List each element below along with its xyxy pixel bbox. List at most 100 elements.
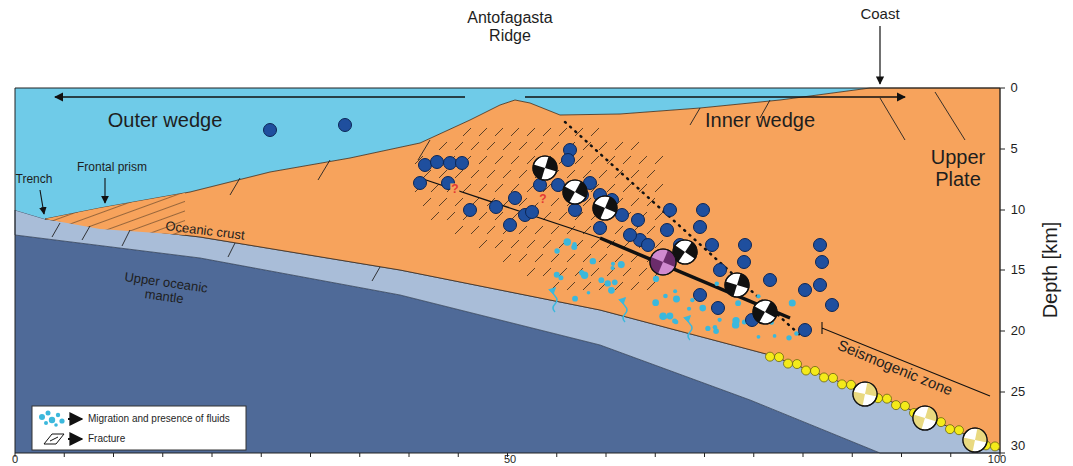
axis-tick-label: 50	[504, 453, 516, 465]
upper-plate-event	[661, 224, 674, 237]
fluid-dot	[717, 318, 721, 322]
focal-mechanism	[563, 180, 587, 204]
interface-event	[766, 352, 775, 361]
axis-tick	[606, 453, 607, 457]
fluid-dot	[554, 272, 560, 278]
fluid-dot	[572, 296, 578, 302]
upper-plate-event	[714, 264, 727, 277]
legend-box	[32, 406, 246, 450]
upper-plate-event	[697, 204, 710, 217]
upper-plate-event	[444, 157, 457, 170]
axis-tick-label: 5	[1010, 142, 1017, 156]
fracture-mark	[511, 184, 519, 192]
fracture-mark	[439, 142, 447, 150]
legend-fluid-icon	[39, 414, 45, 420]
fracture-mark	[431, 212, 439, 220]
fluid-dot	[618, 261, 625, 268]
fracture-mark	[591, 240, 599, 248]
axis-title: Depth [km]	[1039, 222, 1061, 319]
legend-fluid-icon	[44, 421, 48, 425]
fault-tick	[935, 92, 965, 140]
upper-plate-event	[569, 204, 582, 217]
region-label: Inner wedge	[705, 109, 815, 131]
interface-event	[784, 359, 793, 368]
upper-plate-event	[632, 214, 645, 227]
fracture-mark	[631, 198, 639, 206]
fracture-mark	[551, 226, 559, 234]
fluid-arrow	[688, 316, 692, 340]
upper-plate-event	[694, 221, 707, 234]
fracture-mark	[575, 156, 583, 164]
upper-plate-event	[414, 177, 427, 190]
fluid-dot	[653, 276, 659, 282]
fracture-mark	[543, 268, 551, 276]
upper-plate-event	[739, 239, 752, 252]
fault-tick	[418, 140, 430, 160]
fluid-dot	[667, 313, 674, 320]
upper-plate-event	[624, 229, 637, 242]
fluid-dot	[652, 299, 659, 306]
fluid-dot	[610, 266, 614, 270]
upper-plate-event	[339, 119, 352, 132]
upper-plate-event	[594, 222, 607, 235]
fracture-mark	[639, 156, 647, 164]
feature-label: Trench	[16, 173, 53, 186]
upper-plate-event	[616, 209, 629, 222]
interface-event	[937, 418, 946, 427]
fracture-mark	[479, 128, 487, 136]
interface-event	[892, 401, 901, 410]
fault-tick	[52, 223, 60, 237]
fracture-mark	[631, 170, 639, 178]
axis-tick	[753, 453, 754, 457]
fluid-dot	[713, 325, 717, 329]
trench-arrow	[40, 190, 44, 214]
fluid-arrow	[623, 298, 627, 322]
interface-event	[802, 366, 811, 375]
fault-tick	[372, 267, 380, 281]
fracture-mark	[543, 240, 551, 248]
focal-mechanism	[853, 382, 877, 406]
upper-plate-event	[464, 204, 477, 217]
focal-mechanism	[913, 406, 937, 430]
upper-plate-event	[431, 156, 444, 169]
fracture-mark	[599, 170, 607, 178]
fracture-mark	[631, 282, 639, 290]
interface-event	[991, 442, 1000, 451]
fluid-dot	[773, 334, 777, 338]
axis-tick	[901, 453, 902, 457]
upper-plate-event	[694, 289, 707, 302]
fluid-dot	[598, 277, 604, 283]
fracture-mark	[455, 198, 463, 206]
interface-event	[829, 373, 838, 382]
legend-text: Migration and presence of fluids	[88, 413, 230, 424]
fluid-dot	[663, 294, 668, 299]
focal-mechanism	[673, 240, 697, 264]
fracture-mark	[503, 142, 511, 150]
fluid-dot	[564, 238, 571, 245]
fracture-mark	[511, 128, 519, 136]
upper-plate-event	[712, 302, 725, 315]
prism-arrow	[104, 178, 105, 203]
dotted-fault	[565, 122, 800, 335]
upper-plate-event	[419, 159, 432, 172]
fracture-mark	[495, 156, 503, 164]
fracture-mark	[535, 226, 543, 234]
upper-plate-event	[764, 274, 777, 287]
fracture-mark	[471, 170, 479, 178]
axis-tick	[655, 453, 656, 457]
fracture-mark	[479, 240, 487, 248]
fracture-mark	[495, 128, 503, 136]
fracture-mark	[519, 226, 527, 234]
axis-tick	[1000, 270, 1005, 271]
axis-tick	[162, 453, 163, 457]
focal-mechanism	[963, 428, 987, 452]
fracture-mark	[439, 198, 447, 206]
fracture-mark	[471, 226, 479, 234]
fault-tick	[880, 98, 905, 140]
fluid-dot	[756, 294, 760, 298]
fracture-mark	[583, 282, 591, 290]
fracture-mark	[615, 142, 623, 150]
axis-tick	[1000, 210, 1005, 211]
axis-tick	[359, 453, 360, 457]
inner-wedge-arrow	[525, 96, 905, 97]
